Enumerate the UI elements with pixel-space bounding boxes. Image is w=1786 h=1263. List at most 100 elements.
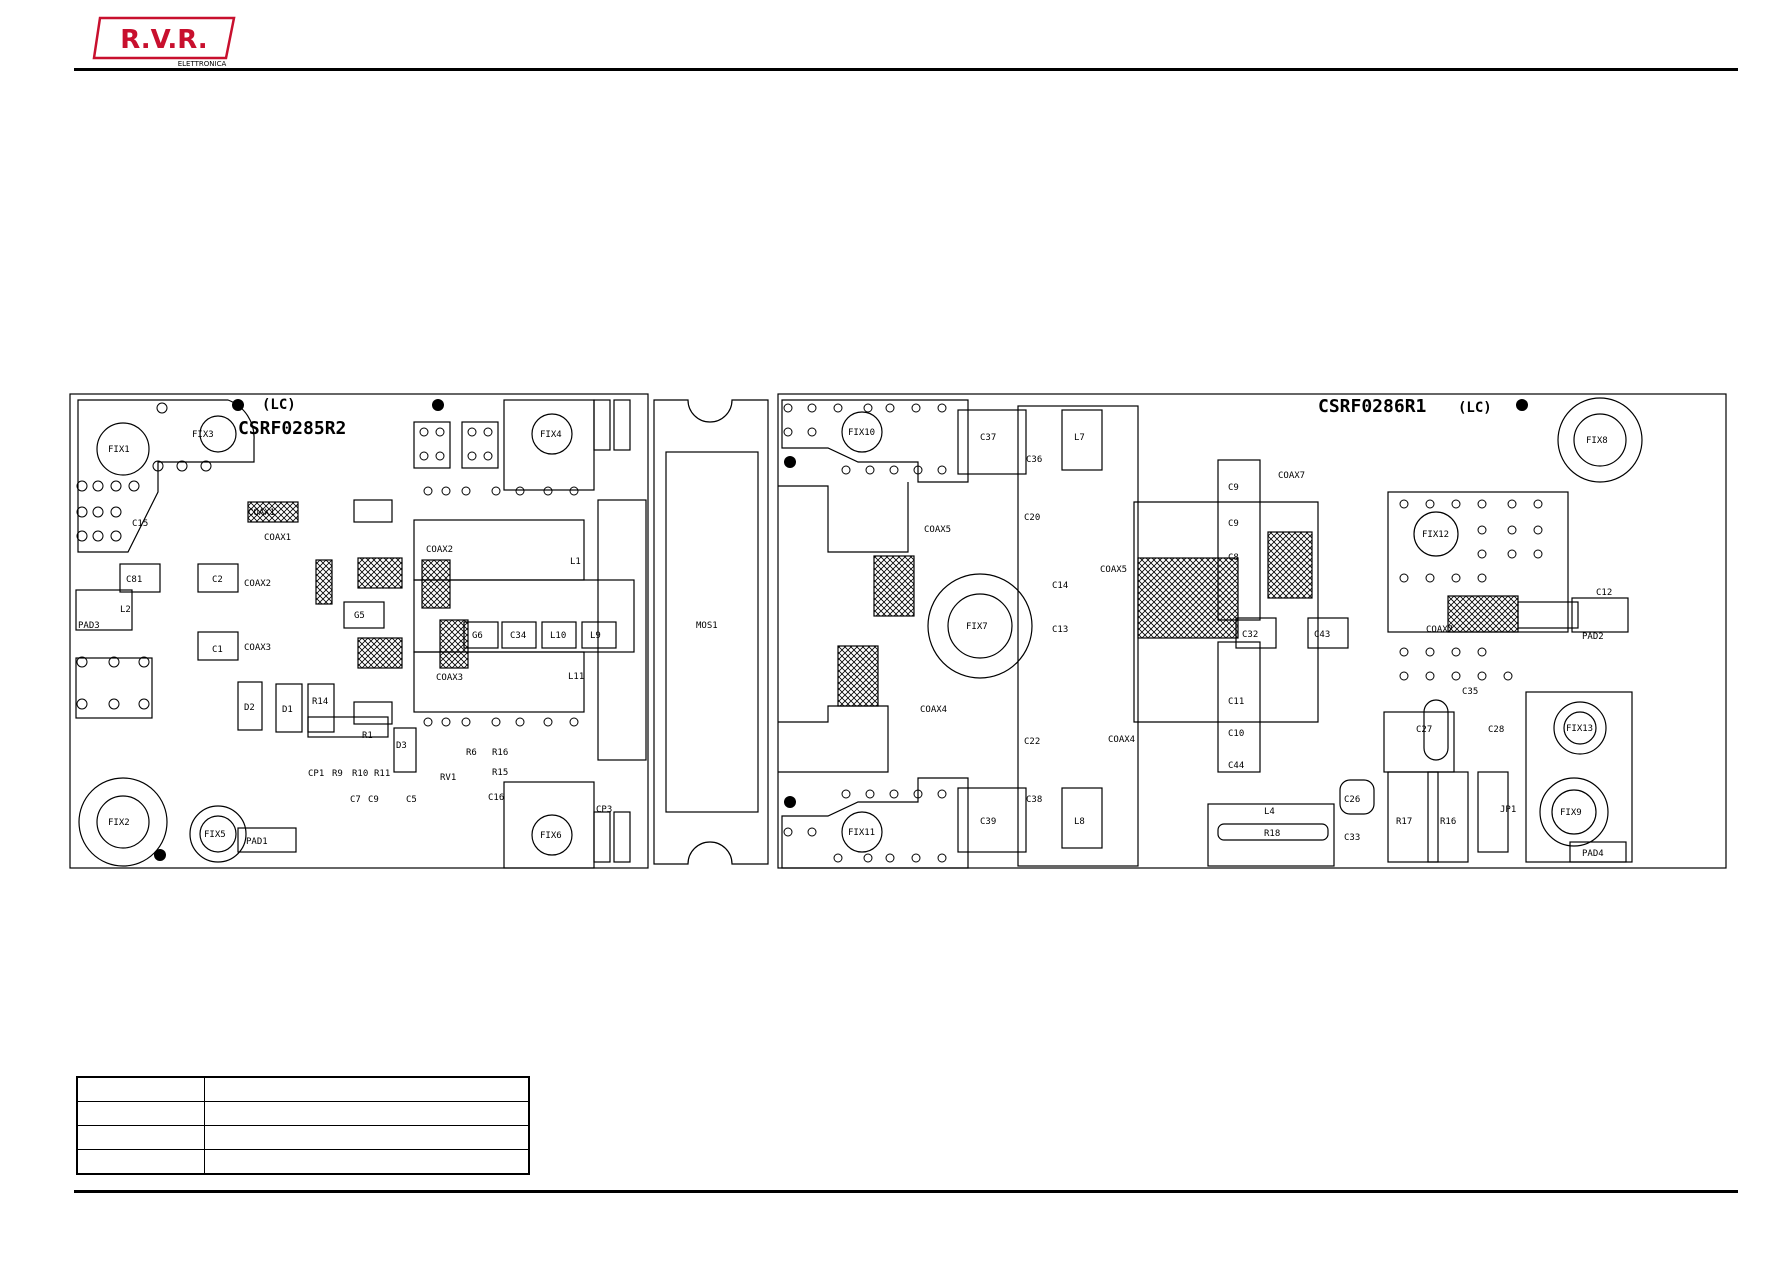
pcb-layout-drawing: (LC) CSRF0285R2 FIX1 FIX3 FIX4 FIX2 FIX5…: [69, 393, 1727, 869]
svg-text:R10: R10: [352, 769, 368, 779]
right-board-dots: [784, 399, 1528, 808]
svg-text:COAX5: COAX5: [1100, 565, 1127, 575]
svg-text:R9: R9: [332, 769, 343, 779]
svg-text:FIX8: FIX8: [1586, 436, 1608, 446]
svg-text:C38: C38: [1026, 795, 1042, 805]
svg-text:COAX5: COAX5: [924, 525, 951, 535]
svg-text:D1: D1: [282, 705, 293, 715]
svg-text:C39: C39: [980, 817, 996, 827]
svg-text:D3: D3: [396, 741, 407, 751]
svg-text:C15: C15: [132, 519, 148, 529]
svg-text:R6: R6: [466, 748, 477, 758]
right-board-tag: (LC): [1458, 400, 1492, 416]
svg-text:C34: C34: [510, 631, 526, 641]
svg-text:L1: L1: [570, 557, 581, 567]
svg-text:C22: C22: [1024, 737, 1040, 747]
left-board-labels: (LC) CSRF0285R2 FIX1 FIX3 FIX4 FIX2 FIX5…: [78, 397, 612, 847]
left-board-tag: (LC): [262, 397, 296, 413]
svg-text:COAX1: COAX1: [264, 533, 291, 543]
svg-text:G6: G6: [472, 631, 483, 641]
svg-text:R14: R14: [312, 697, 328, 707]
svg-text:COAX4: COAX4: [1108, 735, 1135, 745]
svg-text:COAX3: COAX3: [436, 673, 463, 683]
svg-text:FIX7: FIX7: [966, 622, 988, 632]
mosfet-label: MOS1: [696, 621, 718, 631]
footer-rule: [74, 1190, 1738, 1193]
svg-text:COAX4: COAX4: [920, 705, 947, 715]
svg-text:JP1: JP1: [1500, 805, 1516, 815]
svg-text:R16: R16: [1440, 817, 1456, 827]
rvr-logo: R.V.R. ELETTRONICA: [92, 16, 236, 68]
table-row: [76, 1149, 530, 1175]
svg-text:FIX1: FIX1: [108, 445, 130, 455]
svg-text:FIX2: FIX2: [108, 818, 130, 828]
svg-text:FIX10: FIX10: [848, 428, 875, 438]
svg-text:C12: C12: [1596, 588, 1612, 598]
svg-text:C36: C36: [1026, 455, 1042, 465]
svg-text:FIX12: FIX12: [1422, 530, 1449, 540]
left-board-holes: [76, 402, 579, 727]
left-board-dots: [154, 399, 444, 861]
svg-text:L11: L11: [568, 672, 584, 682]
svg-text:FIX13: FIX13: [1566, 724, 1593, 734]
svg-text:L7: L7: [1074, 433, 1085, 443]
svg-text:COAX2: COAX2: [244, 579, 271, 589]
svg-text:COAX3: COAX3: [244, 643, 271, 653]
svg-text:C5: C5: [406, 795, 417, 805]
svg-text:FIX3: FIX3: [192, 430, 214, 440]
svg-text:COAX1: COAX1: [248, 508, 275, 518]
svg-text:C10: C10: [1228, 729, 1244, 739]
svg-text:D2: D2: [244, 703, 255, 713]
svg-text:R11: R11: [374, 769, 390, 779]
svg-text:C14: C14: [1052, 581, 1068, 591]
right-board-labels: CSRF0286R1 (LC) FIX10 FIX11 FIX7 FIX8 FI…: [848, 396, 1612, 859]
right-board-title: CSRF0286R1: [1318, 396, 1426, 417]
svg-text:L9: L9: [590, 631, 601, 641]
svg-text:C16: C16: [488, 793, 504, 803]
svg-text:FIX11: FIX11: [848, 828, 875, 838]
svg-text:COAX7: COAX7: [1278, 471, 1305, 481]
svg-text:C33: C33: [1344, 833, 1360, 843]
svg-text:C11: C11: [1228, 697, 1244, 707]
svg-text:CP3: CP3: [596, 805, 612, 815]
svg-text:C43: C43: [1314, 630, 1330, 640]
info-table: [76, 1076, 530, 1175]
svg-text:FIX9: FIX9: [1560, 808, 1582, 818]
svg-text:C26: C26: [1344, 795, 1360, 805]
svg-text:C35: C35: [1462, 687, 1478, 697]
header-rule: [74, 68, 1738, 71]
svg-text:L4: L4: [1264, 807, 1275, 817]
svg-text:C28: C28: [1488, 725, 1504, 735]
svg-text:L10: L10: [550, 631, 566, 641]
svg-text:C32: C32: [1242, 630, 1258, 640]
svg-text:PAD1: PAD1: [246, 837, 268, 847]
svg-text:C27: C27: [1416, 725, 1432, 735]
left-board-title: CSRF0285R2: [238, 418, 346, 439]
svg-text:FIX4: FIX4: [540, 430, 562, 440]
svg-text:COAX2: COAX2: [426, 545, 453, 555]
table-row: [76, 1076, 530, 1102]
right-board-holes: [783, 403, 1543, 863]
svg-text:L2: L2: [120, 605, 131, 615]
right-board: [777, 393, 1727, 869]
svg-text:R17: R17: [1396, 817, 1412, 827]
svg-text:PAD2: PAD2: [1582, 632, 1604, 642]
svg-text:C81: C81: [126, 575, 142, 585]
svg-text:C9: C9: [1228, 483, 1239, 493]
svg-text:COAX7: COAX7: [1426, 625, 1453, 635]
table-row: [76, 1125, 530, 1150]
svg-text:L8: L8: [1074, 817, 1085, 827]
svg-text:C9: C9: [368, 795, 379, 805]
svg-text:C44: C44: [1228, 761, 1244, 771]
svg-text:R18: R18: [1264, 829, 1280, 839]
svg-text:FIX6: FIX6: [540, 831, 562, 841]
svg-text:R15: R15: [492, 768, 508, 778]
svg-text:FIX5: FIX5: [204, 830, 226, 840]
svg-text:C37: C37: [980, 433, 996, 443]
table-row: [76, 1101, 530, 1126]
svg-text:RV1: RV1: [440, 773, 456, 783]
left-board: [69, 393, 649, 869]
svg-text:C1: C1: [212, 645, 223, 655]
svg-text:PAD3: PAD3: [78, 621, 100, 631]
mosfet-package: [653, 399, 769, 865]
